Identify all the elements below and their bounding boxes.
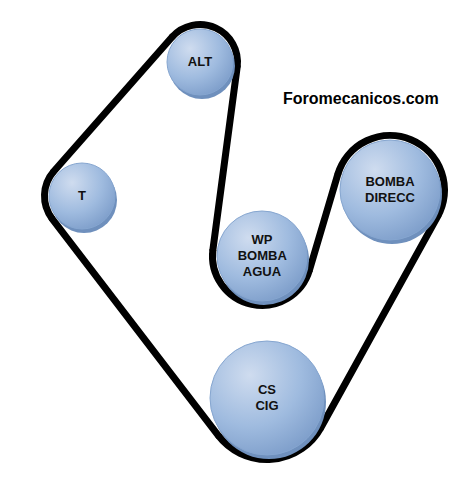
pulley-label: WP BOMBA AGUA bbox=[238, 232, 287, 281]
pulley-face bbox=[340, 140, 440, 240]
pulley-face bbox=[49, 163, 115, 229]
pulley: CS CIG bbox=[210, 341, 324, 455]
watermark: Foromecanicos.com bbox=[283, 90, 439, 108]
pulley-label: CS CIG bbox=[255, 382, 278, 415]
pulley-label: BOMBA DIRECC bbox=[365, 174, 415, 207]
pulley-label: T bbox=[78, 188, 86, 204]
pulley-face bbox=[210, 341, 324, 455]
pulley: ALT bbox=[167, 29, 233, 95]
belt-segment bbox=[309, 175, 337, 271]
pulley: T bbox=[49, 163, 115, 229]
belt-segment bbox=[54, 37, 172, 171]
pulley: BOMBA DIRECC bbox=[340, 140, 440, 240]
pulley-face bbox=[167, 29, 233, 95]
pulley: WP BOMBA AGUA bbox=[217, 211, 307, 301]
pulley-label: ALT bbox=[188, 54, 212, 70]
belt-segment bbox=[321, 216, 438, 427]
pulley-face bbox=[217, 211, 307, 301]
belt-segment bbox=[52, 219, 218, 436]
